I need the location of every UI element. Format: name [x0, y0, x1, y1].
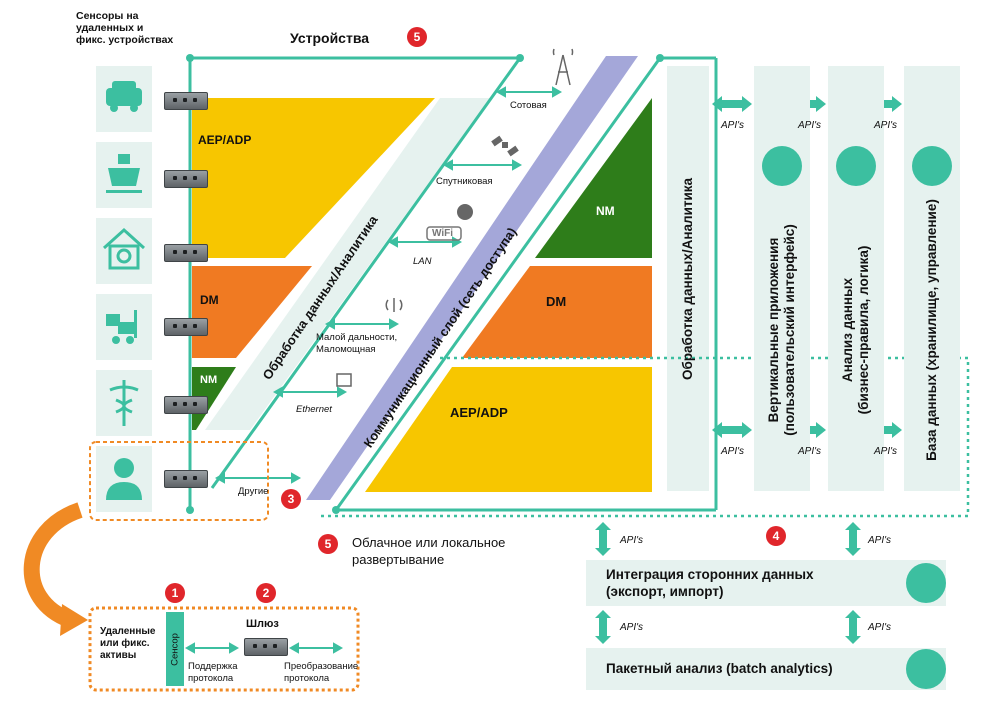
api-label-4: API's [721, 446, 745, 457]
api-label-8: API's [868, 535, 892, 546]
database-column: База данных (хранилище, управление) [904, 66, 960, 491]
gateway-label: Шлюз [246, 618, 279, 630]
cloud-nm-label: NM [596, 204, 615, 218]
device-tile-ship [96, 142, 152, 208]
zwave-icon [457, 204, 473, 220]
device-tile-person [96, 446, 152, 512]
database-label: База данных (хранилище, управление) [924, 198, 939, 461]
device-tile-home [96, 218, 152, 284]
batch-analytics-panel: Пакетный анализ (batch analytics) [586, 648, 946, 690]
cloud-dm-label: DM [546, 294, 567, 309]
cloud-processing-column-text: Обработка данных/Аналитика [667, 66, 709, 491]
api-label-6: API's [874, 446, 898, 457]
touch-hand-icon [906, 563, 946, 603]
gateway-device-1 [164, 92, 208, 110]
deploy-badge: 5 [318, 534, 338, 554]
analytics-column: Анализ данных (бизнес-правила, логика) [828, 66, 884, 491]
devices-title: Устройства [290, 30, 370, 46]
lan-label: LAN [413, 256, 432, 267]
medical-caduceus-icon [109, 380, 139, 426]
edge-nm-block [192, 367, 236, 430]
device-tile-medical [96, 370, 152, 436]
satellite-label: Спутниковая [436, 176, 493, 187]
car-icon [106, 81, 142, 112]
cloud-processing-column [667, 66, 709, 491]
devices-badge: 5 [407, 27, 427, 47]
cloud-processing-label: Обработка данных/Аналитика [680, 177, 695, 380]
vertical-apps-column: Вертикальные приложения (пользовательски… [754, 66, 810, 491]
edge-aep-label: AEP/ADP [198, 133, 252, 147]
api-label-1: API's [721, 120, 745, 131]
cloud-nm-block [535, 98, 652, 258]
sensor-badge: 1 [165, 583, 185, 603]
magnifier-icon [906, 649, 946, 689]
home-gear-icon [102, 227, 146, 270]
analytics-chart-icon [836, 146, 876, 186]
database-icon [912, 146, 952, 186]
ethernet-label: Ethernet [296, 404, 332, 415]
gateway-device-5 [164, 396, 208, 414]
cloud-badge: 4 [766, 526, 786, 546]
wifi-label: WiFi [432, 228, 454, 239]
low-range-radio-icon [385, 298, 403, 312]
protocol-conversion-label: Преобразование протокола [284, 661, 359, 684]
edge-dm-block [192, 266, 312, 358]
wifi-icon [426, 226, 462, 241]
cloud-aep-label: AEP/ADP [450, 405, 508, 420]
cloud-dm-block [462, 266, 652, 358]
low-range-label: Малой дальности, Маломощная [316, 332, 398, 355]
edge-processing-band [205, 98, 490, 430]
gateway-device-4 [164, 318, 208, 336]
vertical-apps-icon [762, 146, 802, 186]
cellular-label: Сотовая [510, 100, 547, 111]
sensors-title: Сенсоры на удаленных и фикс. устройствах [76, 10, 174, 46]
device-tile-forklift [96, 294, 152, 360]
api-label-10: API's [868, 622, 892, 633]
third-party-integration-panel: Интеграция сторонних данных (экспорт, им… [586, 560, 946, 606]
protocol-support-label: Поддержка протокола [188, 661, 238, 684]
person-icon [106, 458, 142, 500]
sensor-label: Сенсор [169, 633, 181, 666]
forklift-icon [106, 310, 137, 344]
edge-aep-block [192, 98, 435, 258]
other-badge: 3 [281, 489, 301, 509]
ship-icon [106, 154, 142, 193]
api-label-3: API's [874, 120, 898, 131]
gateway-device-2 [164, 170, 208, 188]
gateway-device-6 [164, 470, 208, 488]
api-label-5: API's [798, 446, 822, 457]
api-label-2: API's [798, 120, 822, 131]
assets-label: Удаленные или фикс. активы [100, 626, 156, 661]
gateway-zoom-device [244, 638, 288, 656]
third-party-integration-label: Интеграция сторонних данных (экспорт, им… [606, 567, 814, 599]
cloud-aep-block [365, 367, 652, 492]
batch-analytics-label: Пакетный анализ (batch analytics) [606, 661, 833, 676]
comm-layer-band [306, 56, 638, 500]
api-label-9: API's [620, 622, 644, 633]
cell-tower-icon [552, 48, 574, 86]
deploy-text: Облачное или локальное развертывание [352, 535, 506, 567]
satellite-icon [491, 135, 519, 157]
vertical-apps-label: Вертикальные приложения (пользовательски… [766, 223, 797, 436]
edge-dm-label: DM [200, 293, 219, 307]
gateway-badge: 2 [256, 583, 276, 603]
ethernet-icon [336, 373, 352, 387]
device-tile-car [96, 66, 152, 132]
gateway-device-3 [164, 244, 208, 262]
other-label: Другие [238, 486, 269, 497]
api-label-7: API's [620, 535, 644, 546]
edge-nm-label: NM [200, 374, 218, 386]
analytics-label: Анализ данных (бизнес-правила, логика) [840, 245, 871, 414]
